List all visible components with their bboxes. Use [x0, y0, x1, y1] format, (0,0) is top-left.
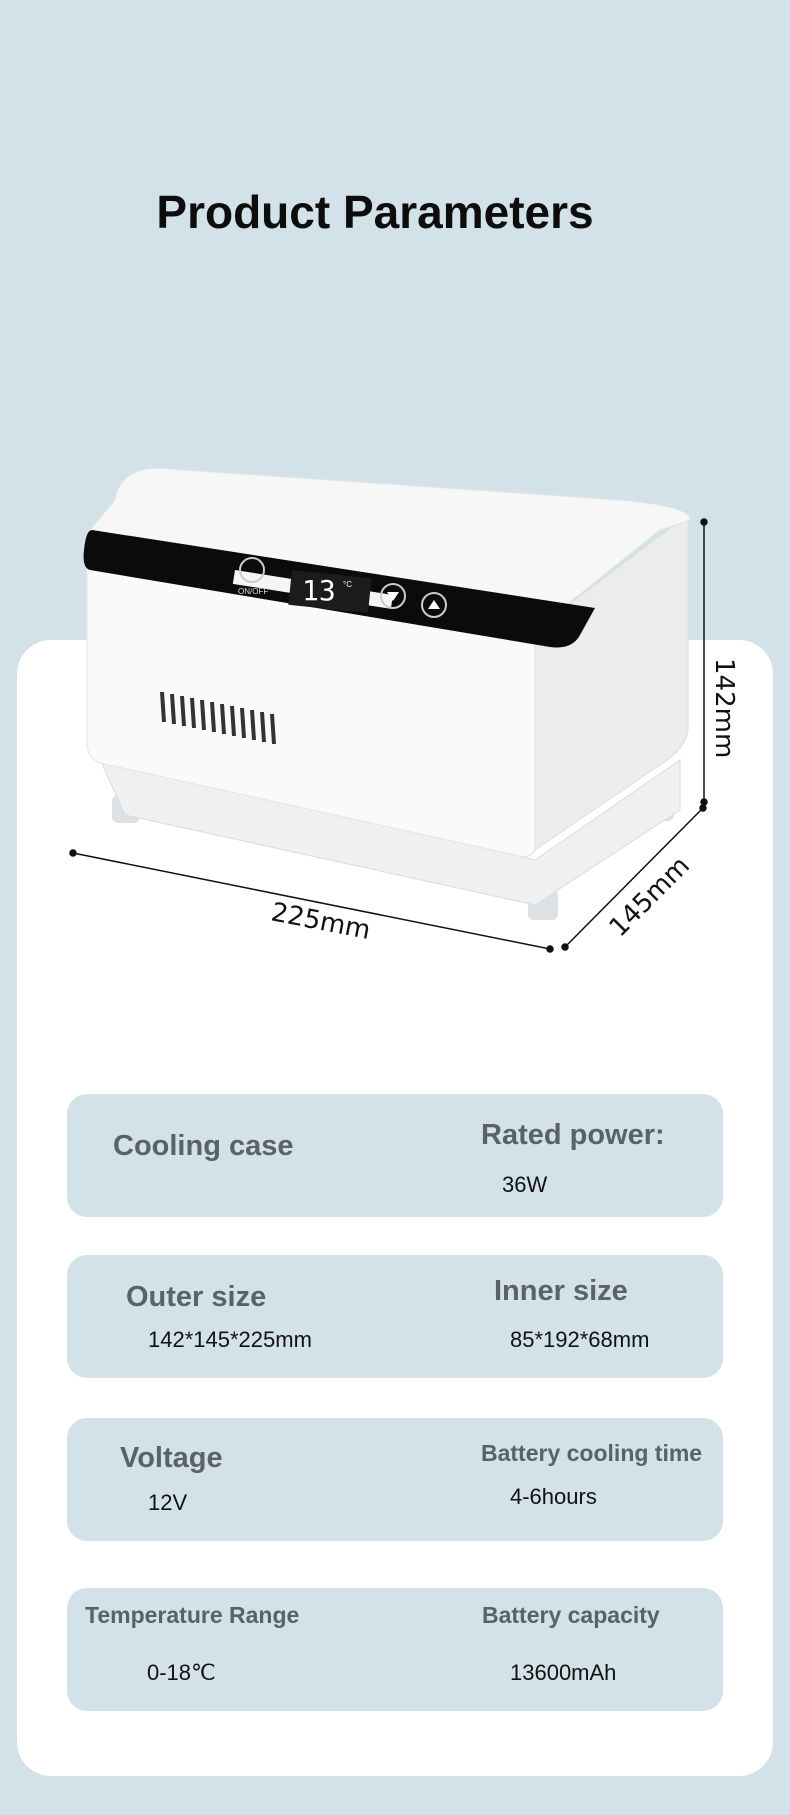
body-front — [86, 549, 536, 858]
param-value: 13600mAh — [510, 1660, 617, 1685]
power-button — [239, 557, 265, 583]
param-card-power: Voltage 12V Battery cooling time 4-6hour… — [67, 1418, 723, 1541]
param-label: Rated power: — [481, 1119, 665, 1151]
param-card-temperature: Temperature Range 0-18℃ Battery capacity… — [67, 1588, 723, 1711]
product-image: ON/OFF 13 °C 225mm 145mm 142mm — [69, 467, 739, 953]
down-arrow-icon — [387, 592, 399, 601]
param-card-cooling: Cooling case Rated power: 36W — [67, 1094, 723, 1217]
param-label: Battery cooling time — [481, 1440, 703, 1466]
param-card-size: Outer size 142*145*225mm Inner size 85*1… — [67, 1255, 723, 1378]
body-side — [534, 513, 689, 851]
height-dimension: 142mm — [709, 658, 739, 758]
page-title: Product Parameters — [156, 186, 594, 238]
param-label: Battery capacity — [482, 1602, 660, 1628]
param-label: Inner size — [494, 1275, 628, 1307]
param-label: Cooling case — [113, 1130, 294, 1162]
param-value: 12V — [148, 1490, 188, 1515]
param-value: 0-18℃ — [147, 1660, 216, 1685]
param-value: 36W — [502, 1172, 548, 1197]
lcd-display — [288, 570, 372, 614]
lid — [89, 467, 691, 631]
param-label: Voltage — [120, 1442, 223, 1474]
down-button — [380, 583, 406, 609]
up-button — [421, 592, 447, 618]
param-value: 142*145*225mm — [148, 1327, 312, 1352]
power-label: ON/OFF — [238, 587, 268, 596]
param-value: 85*192*68mm — [510, 1327, 650, 1352]
dimension-lines — [69, 518, 708, 953]
display-temp: 13 — [302, 574, 336, 607]
param-label: Outer size — [126, 1281, 267, 1313]
param-label: Temperature Range — [85, 1602, 300, 1628]
depth-dimension: 145mm — [604, 851, 696, 943]
vent-grille — [160, 691, 276, 745]
param-value: 4-6hours — [510, 1484, 597, 1509]
width-dimension: 225mm — [269, 897, 373, 946]
display-unit: °C — [343, 580, 352, 589]
up-arrow-icon — [428, 600, 440, 609]
